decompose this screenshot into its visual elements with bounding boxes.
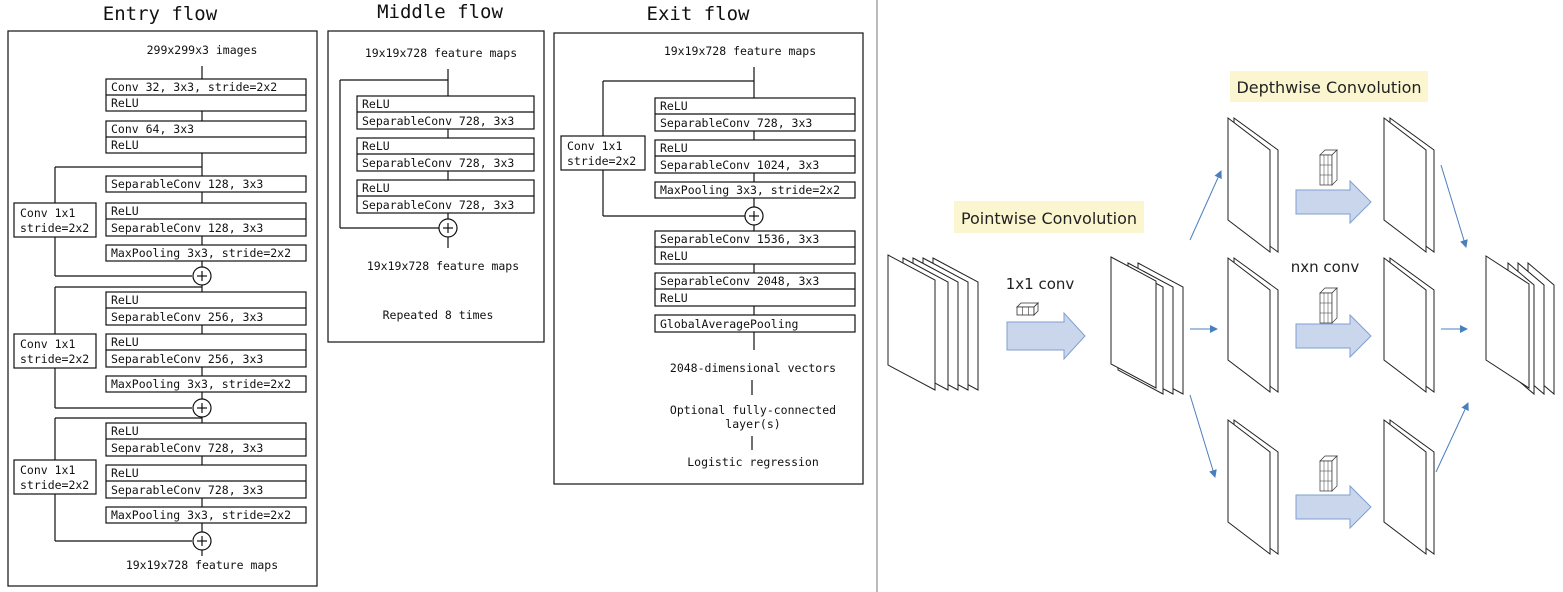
depthwise-arrow-bottom xyxy=(1295,484,1372,530)
exit-sepconv-label: SeparableConv 2048, 3x3 xyxy=(660,274,819,288)
entry-maxpool-block xyxy=(105,244,307,262)
entry-sepconv-label: SeparableConv 728, 3x3 xyxy=(111,483,263,497)
entry-maxpool-block xyxy=(105,506,307,524)
exit-vectors-label: 2048-dimensional vectors xyxy=(670,361,836,375)
exit-fc-label: Optional fully-connected xyxy=(670,403,836,417)
merge-arrow-bottom xyxy=(1435,402,1469,473)
depthwise-arrow-middle xyxy=(1295,313,1372,359)
exit-logreg-label: Logistic regression xyxy=(687,455,819,469)
entry-shortcut-conv-2 xyxy=(13,333,97,369)
entry-relu-label: ReLU xyxy=(111,293,139,307)
depthwise-title: Depthwise Convolution xyxy=(1236,78,1421,97)
nxn-conv-label: nxn conv xyxy=(1291,258,1360,276)
entry-shortcut-conv-3 xyxy=(13,459,97,495)
entry-maxpool-label: MaxPooling 3x3, stride=2x2 xyxy=(111,246,291,260)
entry-relu-label: ReLU xyxy=(111,466,139,480)
entry-sepconv-label: SeparableConv 128, 3x3 xyxy=(111,177,263,191)
pointwise-output-stack xyxy=(1110,256,1184,395)
entry-relu-label: ReLU xyxy=(111,204,139,218)
entry-sepconv-label: SeparableConv 256, 3x3 xyxy=(111,352,263,366)
entry-maxpool-label: MaxPooling 3x3, stride=2x2 xyxy=(111,377,291,391)
entry-shortcut-label: Conv 1x1 xyxy=(20,206,75,220)
entry-sepconv128-block xyxy=(105,175,307,193)
entry-conv32-label: Conv 32, 3x3, stride=2x2 xyxy=(111,80,277,94)
entry-shortcut-label: stride=2x2 xyxy=(20,221,89,235)
exit-input-label: 19x19x728 feature maps xyxy=(664,44,816,58)
output-feature-stack xyxy=(1485,255,1555,396)
middle-flow-title: Middle flow xyxy=(377,1,503,23)
middle-relu-label: ReLU xyxy=(362,181,390,195)
depthwise-highlight xyxy=(1230,71,1428,102)
entry-relu-label: ReLU xyxy=(111,96,139,110)
entry-shortcut-conv-1 xyxy=(13,202,97,238)
entry-sepconv-label: SeparableConv 728, 3x3 xyxy=(111,441,263,455)
branch-arrow-bottom xyxy=(1189,394,1217,478)
entry-sepconv-label: SeparableConv 128, 3x3 xyxy=(111,221,263,235)
middle-repeat-label: Repeated 8 times xyxy=(383,308,494,322)
depthwise-output-panels xyxy=(1383,116,1435,556)
entry-output-label: 19x19x728 feature maps xyxy=(126,558,278,572)
exit-gap-label: GlobalAveragePooling xyxy=(660,317,798,331)
exit-relu-label: ReLU xyxy=(660,291,688,305)
exit-sepconv-label: SeparableConv 1536, 3x3 xyxy=(660,232,819,246)
middle-sepconv-label: SeparableConv 728, 3x3 xyxy=(362,156,514,170)
entry-shortcut-label: stride=2x2 xyxy=(20,352,89,366)
depthwise-kernel-icons xyxy=(1319,149,1338,492)
middle-flow: Middle flow 19x19x728 feature maps ReLU … xyxy=(327,1,545,343)
exit-shortcut-label: Conv 1x1 xyxy=(567,139,622,153)
entry-relu-label: ReLU xyxy=(111,424,139,438)
middle-input-label: 19x19x728 feature maps xyxy=(365,46,517,60)
exit-shortcut-conv xyxy=(560,135,646,171)
middle-relu-label: ReLU xyxy=(362,97,390,111)
exit-sepconv-label: SeparableConv 728, 3x3 xyxy=(660,116,812,130)
pointwise-arrow xyxy=(1006,311,1086,361)
entry-flow: Entry flow 299x299x3 images Conv 32, 3x3… xyxy=(7,3,318,587)
middle-sepconv-label: SeparableConv 728, 3x3 xyxy=(362,114,514,128)
entry-shortcut-label: Conv 1x1 xyxy=(20,463,75,477)
middle-relu-label: ReLU xyxy=(362,139,390,153)
pointwise-highlight xyxy=(954,201,1144,233)
exit-sepconv-label: SeparableConv 1024, 3x3 xyxy=(660,158,819,172)
merge-arrow-top xyxy=(1440,164,1468,248)
entry-conv64-label: Conv 64, 3x3 xyxy=(111,122,194,136)
entry-relu-label: ReLU xyxy=(111,335,139,349)
exit-relu-label: ReLU xyxy=(660,99,688,113)
entry-flow-frame xyxy=(7,30,318,587)
depthwise-input-panels xyxy=(1227,116,1279,556)
entry-maxpool-label: MaxPooling 3x3, stride=2x2 xyxy=(111,508,291,522)
entry-relu-label: ReLU xyxy=(111,138,139,152)
input-feature-stack xyxy=(887,254,979,391)
conv1x1-label: 1x1 conv xyxy=(1006,275,1075,293)
entry-shortcut-label: stride=2x2 xyxy=(20,478,89,492)
exit-relu-label: ReLU xyxy=(660,249,688,263)
exit-relu-label: ReLU xyxy=(660,141,688,155)
pointwise-title: Pointwise Convolution xyxy=(961,209,1137,228)
entry-input-label: 299x299x3 images xyxy=(147,43,258,57)
pointwise-kernel-icon xyxy=(1016,302,1039,316)
middle-sepconv-label: SeparableConv 728, 3x3 xyxy=(362,198,514,212)
exit-flow-title: Exit flow xyxy=(647,3,751,25)
depthwise-arrow-top xyxy=(1295,179,1372,225)
exit-shortcut-label: stride=2x2 xyxy=(567,154,636,168)
exit-maxpool-block xyxy=(654,181,856,199)
exit-gap-block xyxy=(654,314,856,333)
exit-flow-frame xyxy=(553,32,864,485)
exit-flow: Exit flow 19x19x728 feature maps Conv 1x… xyxy=(553,3,864,485)
entry-flow-title: Entry flow xyxy=(103,3,218,25)
exit-maxpool-label: MaxPooling 3x3, stride=2x2 xyxy=(660,183,840,197)
middle-output-label: 19x19x728 feature maps xyxy=(367,259,519,273)
entry-sepconv-label: SeparableConv 256, 3x3 xyxy=(111,310,263,324)
entry-shortcut-label: Conv 1x1 xyxy=(20,337,75,351)
separable-conv-diagram: Pointwise Convolution Depthwise Convolut… xyxy=(887,71,1555,556)
entry-maxpool-block xyxy=(105,375,307,393)
middle-flow-frame xyxy=(327,30,545,343)
branch-arrow-top xyxy=(1189,170,1222,241)
exit-fc-label: layer(s) xyxy=(725,417,780,431)
